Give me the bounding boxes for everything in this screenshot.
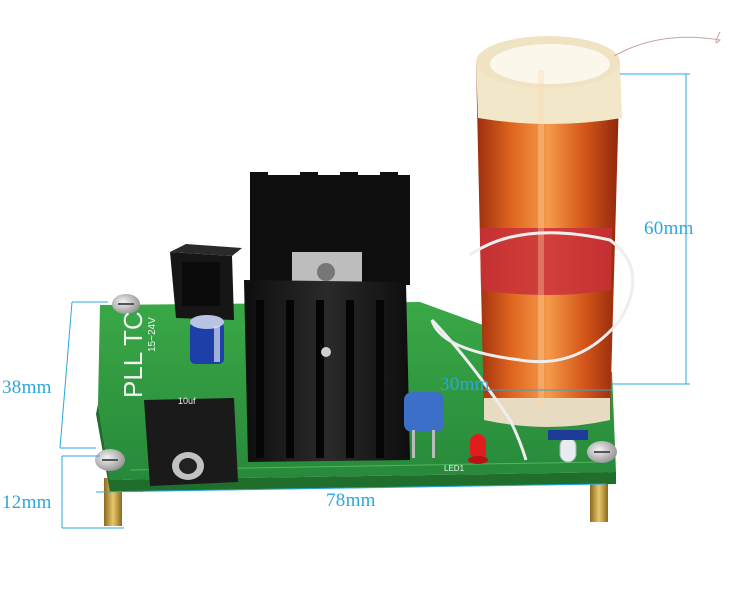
dimension-standoff-height: 12mm (2, 492, 52, 513)
wire-loop (430, 231, 635, 364)
dimension-coil-height: 60mm (644, 218, 694, 239)
audio-jack (144, 398, 238, 486)
red-led (468, 434, 488, 464)
dimension-board-height: 38mm (2, 377, 52, 398)
blue-capacitor (404, 392, 444, 458)
tesla-coil (476, 36, 622, 427)
silkscreen-cap: 10uf (178, 396, 196, 406)
screw-bottom-left (95, 449, 125, 471)
screw-bottom-right (587, 441, 617, 463)
dimension-board-length: 78mm (326, 490, 376, 511)
silkscreen-voltage: 15~24V (147, 317, 158, 352)
heatsink (244, 172, 410, 462)
dimension-lines (59, 73, 690, 529)
silkscreen-led: LED1 (444, 464, 465, 473)
screw-top-left (112, 294, 140, 314)
dimension-coil-diameter: 30mm (440, 374, 490, 395)
dc-power-jack (170, 244, 242, 320)
clear-led (559, 437, 577, 463)
electrolytic-capacitor (190, 315, 224, 364)
board-label: PLL TC (118, 311, 148, 398)
